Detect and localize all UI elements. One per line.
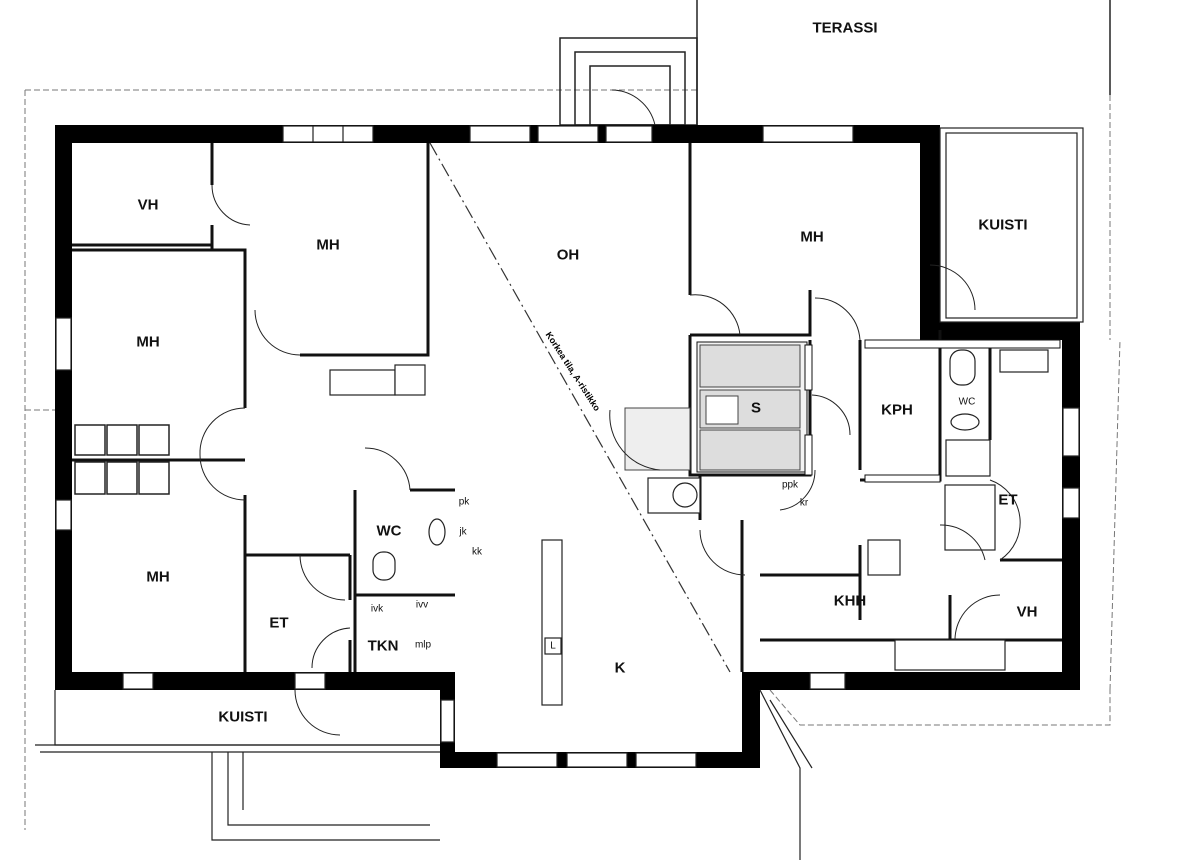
windows [55, 125, 1080, 768]
sauna-benches [624, 344, 801, 471]
label-mlp: mlp [414, 639, 432, 651]
dining-set [74, 424, 170, 495]
room-label-kuisti: KUISTI [978, 216, 1028, 234]
room-label-kph: KPH [881, 401, 913, 419]
fixtures [329, 349, 1049, 706]
room-label-tkn: TKN [367, 637, 399, 655]
ridge-line [429, 142, 731, 673]
room-label-oh: OH [556, 246, 580, 264]
label-kr: kr [799, 497, 809, 509]
roof-outline [24, 89, 1121, 830]
exterior-walls [55, 125, 1080, 768]
label-ivv: ivv [415, 599, 429, 611]
door-swings [199, 89, 1021, 736]
porch-right [939, 127, 1084, 323]
room-label-vh: VH [1016, 603, 1038, 621]
room-label-et: ET [269, 614, 289, 632]
room-label-wc: WC [958, 396, 976, 408]
label-l: L [550, 640, 556, 652]
room-label-wc: WC [376, 522, 402, 540]
room-label-sauna: S [750, 399, 762, 417]
label-ppk: ppk [781, 479, 799, 491]
label-kk: kk [472, 546, 482, 558]
room-label-vh: VH [137, 196, 159, 214]
room-label-k: K [614, 659, 626, 677]
room-label-mh: MH [136, 333, 160, 351]
terrace [559, 0, 1111, 126]
room-label-mh: MH [146, 568, 170, 586]
room-label-mh: MH [800, 228, 824, 246]
porch-bottom [35, 689, 813, 860]
room-label-mh: MH [316, 236, 340, 254]
label-ivk: ivk [370, 603, 384, 615]
label-pk: pk [458, 496, 470, 508]
interior-walls [72, 143, 1062, 672]
room-label-khh: KHH [833, 592, 867, 610]
room-label-et: ET [998, 491, 1018, 509]
room-label-terassi: TERASSI [812, 19, 878, 37]
room-label-kuisti: KUISTI [218, 708, 268, 726]
label-jk: jk [459, 526, 467, 538]
